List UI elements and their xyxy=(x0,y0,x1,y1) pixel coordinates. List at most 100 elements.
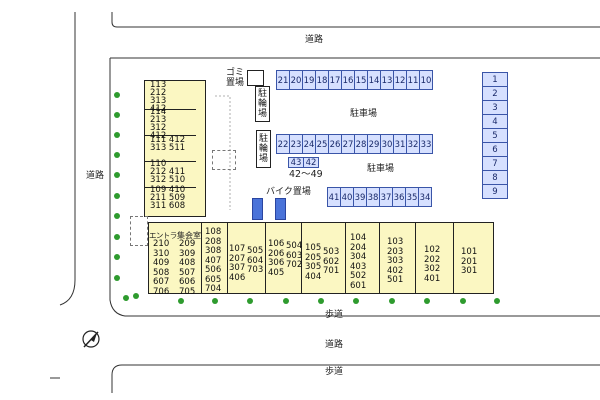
bicycle-parking-2: 駐 輪 場 xyxy=(256,130,271,168)
road-bottom-label: 道路 xyxy=(325,340,344,350)
tree-dot-icon xyxy=(353,298,359,304)
sidewalk-label-1: 歩道 xyxy=(325,310,344,320)
bicycle-parking-1-label: 駐 輪 場 xyxy=(257,89,267,119)
parking-space-35: 35 xyxy=(405,187,419,207)
south-unit-block: 503 602 701 xyxy=(323,247,340,276)
parking-space-33: 33 xyxy=(419,134,433,154)
dashed-area xyxy=(130,216,148,246)
parking-space-10: 10 xyxy=(419,70,433,90)
parking-space-43: 43 xyxy=(288,157,304,168)
bicycle-parking-2-label: 駐 輪 場 xyxy=(258,134,268,164)
south-unit-block: 210 310 409 508 607 706 xyxy=(153,239,170,297)
bike-slot xyxy=(275,198,286,220)
south-unit-block: 504 603 702 xyxy=(286,241,303,270)
parking-space-23: 23 xyxy=(289,134,303,154)
garbage-area-label: ゴミ 置場 xyxy=(226,68,245,88)
parking-space-40: 40 xyxy=(340,187,354,207)
parking-space-29: 29 xyxy=(367,134,381,154)
parking-space-28: 28 xyxy=(354,134,368,154)
tree-dot-icon xyxy=(114,254,120,260)
parking-space-14: 14 xyxy=(367,70,381,90)
tree-dot-icon xyxy=(133,293,139,299)
parking-space-17: 17 xyxy=(328,70,342,90)
west-unit-block: 114 213 312 412 xyxy=(150,107,167,141)
tree-dot-icon xyxy=(178,298,184,304)
south-unit-block: 105 205 305 404 xyxy=(305,243,322,282)
parking-space-32: 32 xyxy=(406,134,420,154)
parking-label-2: 駐車場 xyxy=(367,164,395,174)
parking-space-11: 11 xyxy=(406,70,420,90)
south-unit-block: 209 309 408 507 606 705 xyxy=(179,239,196,297)
bike-slot xyxy=(252,198,263,220)
south-unit-block: 107 207 307 406 xyxy=(229,244,246,283)
parking-space-36: 36 xyxy=(392,187,406,207)
parking-space-42: 42 xyxy=(303,157,319,168)
parking-space-25: 25 xyxy=(315,134,329,154)
tree-dot-icon xyxy=(114,234,120,240)
tree-dot-icon xyxy=(424,298,430,304)
west-unit-block: 110 212 411 312 510 xyxy=(150,159,186,185)
parking-space-37: 37 xyxy=(379,187,393,207)
parking-space-16: 16 xyxy=(341,70,355,90)
parking-space-26: 26 xyxy=(328,134,342,154)
parking-space-3: 3 xyxy=(482,100,508,115)
road-left-label: 道路 xyxy=(86,171,105,181)
south-unit-block: 505 604 703 xyxy=(247,246,264,275)
south-unit-block: 102 202 302 401 xyxy=(424,245,441,284)
parking-space-18: 18 xyxy=(315,70,329,90)
parking-space-21: 21 xyxy=(276,70,290,90)
tree-dot-icon xyxy=(247,298,253,304)
south-building xyxy=(148,222,494,294)
parking-space-38: 38 xyxy=(366,187,380,207)
parking-space-5: 5 xyxy=(482,128,508,143)
tree-dot-icon xyxy=(389,298,395,304)
parking-space-6: 6 xyxy=(482,142,508,157)
bike-area-label: バイク置場 xyxy=(266,187,311,197)
parking-space-27: 27 xyxy=(341,134,355,154)
parking-space-13: 13 xyxy=(380,70,394,90)
west-unit-block: 111 412 313 511 xyxy=(150,135,186,153)
tree-dot-icon xyxy=(114,152,120,158)
sidewalk-label-2: 歩道 xyxy=(325,367,344,377)
parking-space-7: 7 xyxy=(482,156,508,171)
south-unit-block: 101 201 301 xyxy=(461,247,478,276)
road-top-label: 道路 xyxy=(305,35,324,45)
tree-dot-icon xyxy=(114,112,120,118)
parking-space-22: 22 xyxy=(276,134,290,154)
parking-space-31: 31 xyxy=(393,134,407,154)
parking-space-24: 24 xyxy=(302,134,316,154)
parking-space-9: 9 xyxy=(482,184,508,199)
tree-dot-icon xyxy=(460,298,466,304)
parking-space-41: 41 xyxy=(327,187,341,207)
parking-space-2: 2 xyxy=(482,86,508,101)
tree-dot-icon xyxy=(114,213,120,219)
south-unit-block: 103 203 303 402 501 xyxy=(387,237,404,285)
parking-space-19: 19 xyxy=(302,70,316,90)
tree-dot-icon xyxy=(494,298,500,304)
dashed-area xyxy=(212,150,236,170)
tree-dot-icon xyxy=(212,298,218,304)
parking-space-12: 12 xyxy=(393,70,407,90)
tree-dot-icon xyxy=(114,275,120,281)
parking-label-1: 駐車場 xyxy=(350,109,378,119)
parking-space-30: 30 xyxy=(380,134,394,154)
parking-space-39: 39 xyxy=(353,187,367,207)
parking-space-1: 1 xyxy=(482,72,508,87)
parking-range-note: 42〜49 xyxy=(289,169,323,180)
parking-space-15: 15 xyxy=(354,70,368,90)
tree-dot-icon xyxy=(283,298,289,304)
tree-dot-icon xyxy=(114,92,120,98)
hall-label: 集会室 xyxy=(177,231,201,240)
parking-space-4: 4 xyxy=(482,114,508,129)
tree-dot-icon xyxy=(114,172,120,178)
south-unit-block: 108 208 308 407 506 605 704 xyxy=(205,227,222,294)
south-unit-block: 106 206 306 405 xyxy=(268,239,285,278)
garbage-area xyxy=(247,70,264,86)
tree-dot-icon xyxy=(114,193,120,199)
